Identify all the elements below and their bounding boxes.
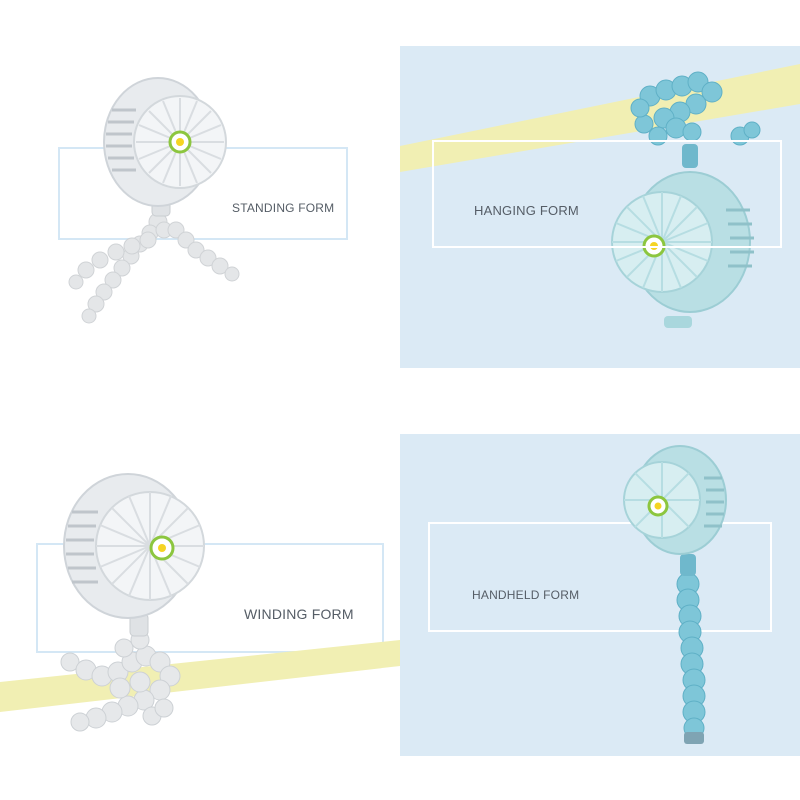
standing-fan-illustration (68, 77, 240, 324)
panel-handheld-form: HANDHELD FORM (400, 434, 800, 756)
label-frame (432, 140, 782, 248)
winding-form-label: WINDING FORM (244, 606, 354, 622)
hanging-form-label: HANGING FORM (474, 203, 579, 218)
label-frame (36, 543, 384, 653)
panel-standing-form: STANDING FORM (0, 0, 400, 370)
label-frame (428, 522, 772, 632)
handheld-fan-illustration (623, 445, 727, 744)
handheld-form-label: HANDHELD FORM (472, 588, 580, 602)
panel-hanging-form: HANGING FORM (400, 46, 800, 368)
standing-form-label: STANDING FORM (232, 201, 335, 215)
panel-winding-form: WINDING FORM (0, 400, 400, 800)
winding-fan-illustration (0, 473, 400, 732)
